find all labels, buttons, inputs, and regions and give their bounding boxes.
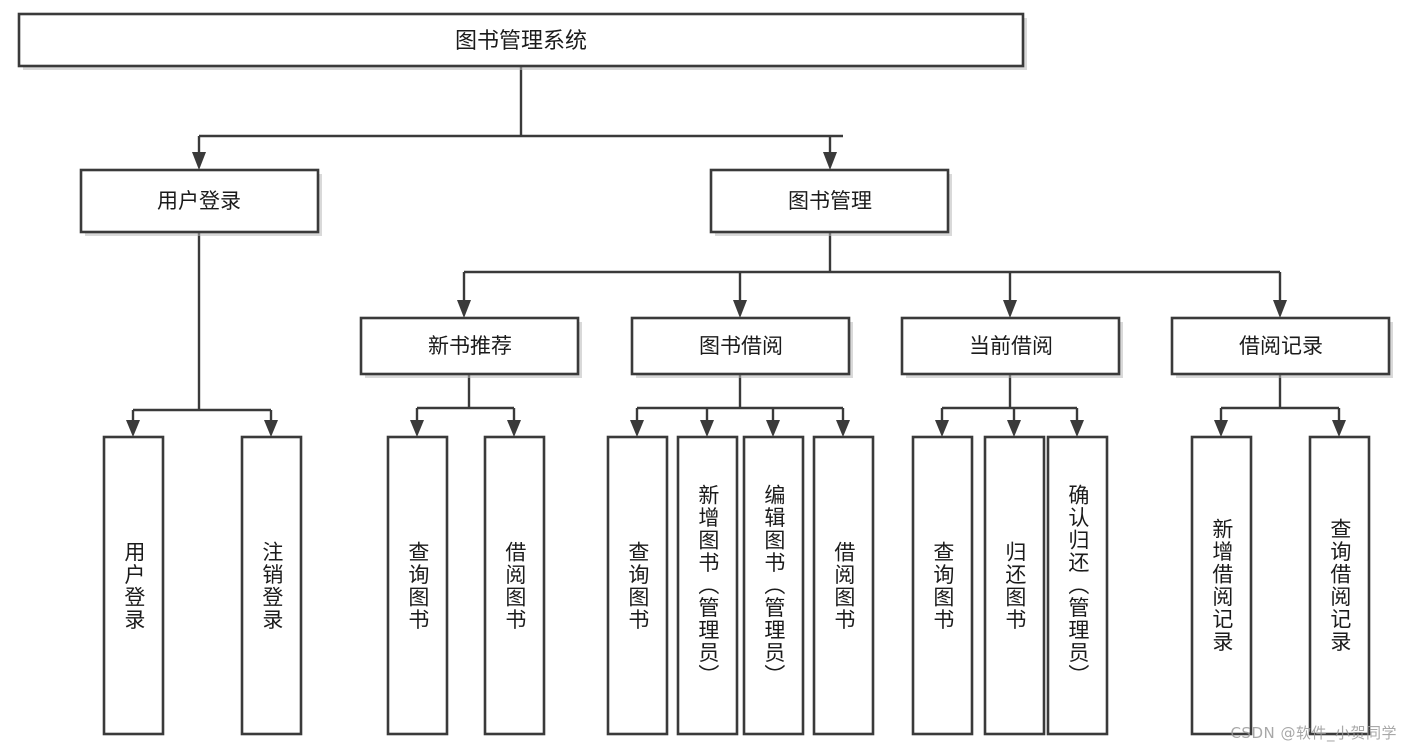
node-borrow-record[interactable]: 借阅记录 <box>1170 316 1393 378</box>
leaf-rect-user-login[interactable] <box>102 435 165 736</box>
leaf-rect-confirm-return[interactable] <box>1046 435 1109 736</box>
leaf-label-query-borrow-record: 查询借阅记录 <box>1327 518 1352 653</box>
node-label-book-borrow: 图书借阅 <box>699 334 783 358</box>
csdn-watermark: CSDN @软件_小贺同学 <box>1230 724 1397 742</box>
leaf-box-group <box>102 435 1371 736</box>
leaf-label-query-books-3: 查询图书 <box>930 540 955 631</box>
leaf-label-user-login: 用户登录 <box>121 540 146 631</box>
leaf-rect-edit-book[interactable] <box>742 435 805 736</box>
leaf-rect-add-borrow-record[interactable] <box>1190 435 1253 736</box>
node-root[interactable]: 图书管理系统 <box>17 12 1027 70</box>
leaf-rect-query-books-3[interactable] <box>911 435 974 736</box>
node-rect <box>1170 316 1391 376</box>
node-rect <box>359 316 580 376</box>
leaf-label-logout: 注销登录 <box>259 540 284 631</box>
leaf-label-edit-book: 编辑图书（管理员） <box>761 484 786 687</box>
arrow-head-icon <box>823 152 837 170</box>
arrow-head-icon <box>1332 420 1346 437</box>
node-new-book-recommend[interactable]: 新书推荐 <box>359 316 582 378</box>
arrow-head-icon <box>410 420 424 437</box>
arrow-head-icon <box>126 420 140 437</box>
arrow-head-icon <box>1003 300 1017 318</box>
arrow-head-icon <box>1070 420 1084 437</box>
leaf-label-borrow-books-1: 借阅图书 <box>502 540 527 631</box>
arrow-head-icon <box>935 420 949 437</box>
node-book-borrow[interactable]: 图书借阅 <box>630 316 853 378</box>
leaf-label-query-books-1: 查询图书 <box>405 540 430 631</box>
arrow-head-icon <box>733 300 747 318</box>
leaf-label-add-borrow-record: 新增借阅记录 <box>1209 518 1234 653</box>
leaf-rect-query-borrow-record[interactable] <box>1308 435 1371 736</box>
arrow-head-icon <box>507 420 521 437</box>
leaf-label-borrow-books-2: 借阅图书 <box>831 540 856 631</box>
node-label-borrow-record: 借阅记录 <box>1239 334 1323 358</box>
node-book-management[interactable]: 图书管理 <box>709 168 952 236</box>
leaf-rect-borrow-books-2[interactable] <box>812 435 875 736</box>
arrow-head-icon <box>1007 420 1021 437</box>
arrow-head-icon <box>1273 300 1287 318</box>
connector-group <box>126 66 1346 437</box>
leaf-rect-return-books[interactable] <box>983 435 1046 736</box>
node-label-user-login: 用户登录 <box>157 189 241 213</box>
node-label-root: 图书管理系统 <box>455 29 587 54</box>
arrow-head-icon <box>457 300 471 318</box>
node-rect <box>630 316 851 376</box>
arrow-head-icon <box>630 420 644 437</box>
node-rect <box>79 168 320 234</box>
leaf-rect-query-books-1[interactable] <box>386 435 449 736</box>
node-label-current-borrow: 当前借阅 <box>969 334 1053 358</box>
node-rect <box>900 316 1121 376</box>
node-rect <box>17 12 1025 68</box>
arrow-head-icon <box>192 152 206 170</box>
leaf-label-query-books-2: 查询图书 <box>625 540 650 631</box>
arrow-head-icon <box>700 420 714 437</box>
arrow-head-icon <box>836 420 850 437</box>
leaf-rect-add-book[interactable] <box>676 435 739 736</box>
leaf-label-return-books: 归还图书 <box>1002 540 1027 631</box>
leaf-label-add-book: 新增图书（管理员） <box>695 484 720 687</box>
node-rect <box>709 168 950 234</box>
leaf-label-confirm-return: 确认归还（管理员） <box>1065 484 1090 687</box>
arrow-head-icon <box>1214 420 1228 437</box>
leaf-rect-borrow-books-1[interactable] <box>483 435 546 736</box>
arrow-head-icon <box>766 420 780 437</box>
arrow-head-icon <box>264 420 278 437</box>
node-current-borrow[interactable]: 当前借阅 <box>900 316 1123 378</box>
node-user-login[interactable]: 用户登录 <box>79 168 322 236</box>
node-label-book-management: 图书管理 <box>788 189 872 213</box>
leaf-rect-logout[interactable] <box>240 435 303 736</box>
leaf-rect-query-books-2[interactable] <box>606 435 669 736</box>
node-label-new-book-recommend: 新书推荐 <box>428 334 512 358</box>
